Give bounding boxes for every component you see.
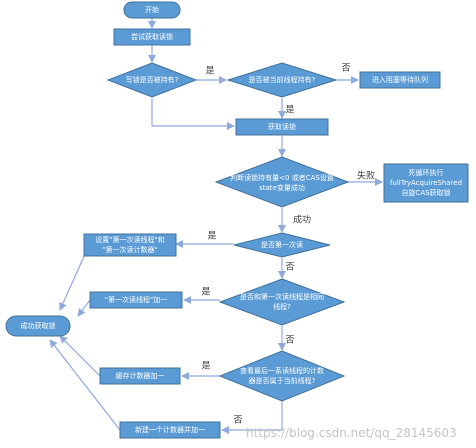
edge-cached-no bbox=[221, 400, 283, 434]
label-held-current-yes: 是 bbox=[285, 105, 294, 116]
loop-full-text-line3: 自旋CAS获取锁 bbox=[401, 188, 450, 197]
new-counter-inc-text: 新建一个计数器并加一 bbox=[135, 425, 205, 434]
is-same-thread-decision bbox=[218, 278, 346, 326]
cache-counter-inc-box bbox=[99, 367, 181, 385]
cache-counter-inc-text: 缓存计数器加一 bbox=[116, 371, 165, 380]
enqueue-wait-text: 进入阻塞等待队列 bbox=[372, 75, 428, 84]
loop-full-text-line1: 死循环执行 bbox=[409, 168, 444, 177]
acquire-success-terminal bbox=[5, 315, 71, 337]
start-terminal bbox=[123, 1, 181, 19]
label-same-thread-yes: 是 bbox=[201, 287, 210, 298]
new-counter-inc-box bbox=[119, 421, 221, 439]
label-cas-success: 成功 bbox=[293, 214, 311, 226]
cached-counter-text-line2: 器是否属于当前线程? bbox=[249, 376, 316, 385]
label-cas-fail: 失败 bbox=[357, 170, 375, 182]
held-by-current-text: 是否被当前线程持有? bbox=[249, 75, 316, 84]
edge-labels: 是 否 是 失败 成功 是 否 是 否 是 否 bbox=[201, 63, 375, 426]
loop-full-box bbox=[383, 163, 469, 203]
write-held-decision bbox=[106, 62, 198, 98]
loop-full-text-line2: fullTryAcquireShared bbox=[390, 179, 462, 187]
label-first-read-no: 否 bbox=[285, 262, 294, 273]
held-by-current-decision bbox=[226, 62, 338, 98]
try-acquire-box bbox=[113, 28, 191, 46]
enqueue-wait-box bbox=[359, 71, 441, 89]
label-cached-yes: 是 bbox=[201, 361, 210, 372]
edges bbox=[49, 18, 383, 434]
cas-check-decision bbox=[214, 156, 350, 208]
first-reader-inc-box bbox=[89, 291, 183, 309]
label-cached-no: 否 bbox=[233, 415, 242, 426]
label-write-held-yes: 是 bbox=[205, 66, 214, 77]
cached-counter-decision bbox=[218, 350, 346, 402]
set-first-reader-text-line1: 设置"第一次读线程"和 bbox=[95, 235, 164, 244]
acquire-success-text: 成功获取锁 bbox=[21, 321, 56, 330]
edge-set-first-to-success bbox=[59, 251, 87, 311]
try-acquire-text: 尝试获取读锁 bbox=[131, 32, 173, 41]
is-first-read-decision bbox=[233, 232, 331, 258]
cas-check-text-line2: state变量成功 bbox=[259, 183, 305, 192]
nodes: 开始 尝试获取读锁 写锁是否被持有? 是否被当前线程持有? 进入阻塞等待队列 获… bbox=[5, 1, 469, 439]
acquire-read-box bbox=[235, 118, 329, 136]
edge-new-counter-to-success bbox=[49, 339, 121, 431]
label-first-read-yes: 是 bbox=[207, 231, 216, 242]
label-same-thread-no: 否 bbox=[285, 335, 294, 346]
edge-cache-inc-to-success bbox=[59, 335, 101, 377]
edge-first-inc-to-success bbox=[77, 299, 91, 317]
is-first-read-text: 是否第一次读 bbox=[261, 240, 303, 249]
cached-counter-text-line1: 查看最后一系读线程的计数 bbox=[240, 366, 324, 375]
edge-write-held-no bbox=[151, 98, 235, 130]
first-reader-inc-text: "第一次读线程"加一 bbox=[105, 295, 167, 304]
cas-check-text-line1: 判断读锁持有量<0 或者CAS设置 bbox=[230, 173, 334, 182]
label-held-current-no: 否 bbox=[341, 63, 350, 74]
is-same-thread-text-line2: 线程? bbox=[273, 302, 291, 311]
set-first-reader-text-line2: "第一次读计数器" bbox=[102, 245, 157, 254]
is-same-thread-text-line1: 是否和第一次读线程是相同 bbox=[240, 292, 324, 301]
start-text: 开始 bbox=[145, 5, 159, 14]
acquire-read-text: 获取读锁 bbox=[268, 122, 296, 131]
write-held-text: 写锁是否被持有? bbox=[126, 75, 179, 84]
watermark-text: https://blog.csdn.net/qq_28145603 bbox=[246, 426, 457, 440]
set-first-reader-box bbox=[83, 233, 177, 257]
